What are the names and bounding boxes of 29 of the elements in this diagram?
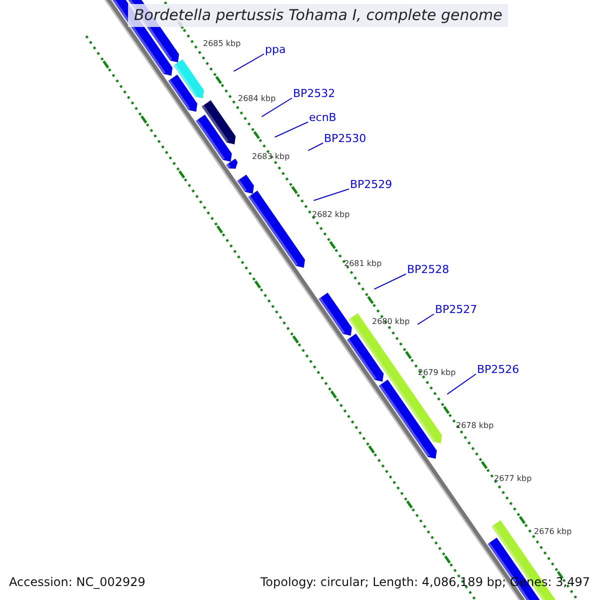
tick-label: 2676 kbp <box>534 528 572 537</box>
leader-line <box>374 274 406 290</box>
tick-label: 2683 kbp <box>252 153 290 162</box>
leader-line <box>274 122 308 138</box>
gene-label: BP2528 <box>407 264 450 276</box>
summary-text: Topology: circular; Length: 4,086,189 bp; Genes: 3,497 <box>260 576 590 590</box>
tick-label: 2680 kbp <box>372 318 410 327</box>
title: Bordetella pertussis Tohama I, complete genome <box>128 4 508 26</box>
gene-label: ppa <box>265 44 286 56</box>
leader-line <box>417 314 434 325</box>
gene-label: ecnB <box>309 112 336 124</box>
gene-label: BP2527 <box>435 304 478 316</box>
leader-line <box>313 188 350 202</box>
leader-line <box>233 54 264 72</box>
leader-line <box>308 142 324 152</box>
tick-label: 2682 kbp <box>312 211 350 220</box>
tick-label: 2677 kbp <box>494 475 532 484</box>
leader-line <box>261 98 292 118</box>
tick-label: 2684 kbp <box>238 95 276 104</box>
tick-label: 2678 kbp <box>456 422 494 431</box>
accession-text: Accession: NC_002929 <box>9 576 146 590</box>
tick-label: 2681 kbp <box>344 260 382 269</box>
gene-label: BP2529 <box>350 179 392 192</box>
leader-line <box>446 374 476 395</box>
gene-label: BP2532 <box>293 88 336 100</box>
gene-label: BP2530 <box>324 133 366 146</box>
tick-label: 2679 kbp <box>418 369 456 378</box>
tick-label: 2685 kbp <box>203 40 241 49</box>
gene-label: BP2526 <box>477 364 520 376</box>
